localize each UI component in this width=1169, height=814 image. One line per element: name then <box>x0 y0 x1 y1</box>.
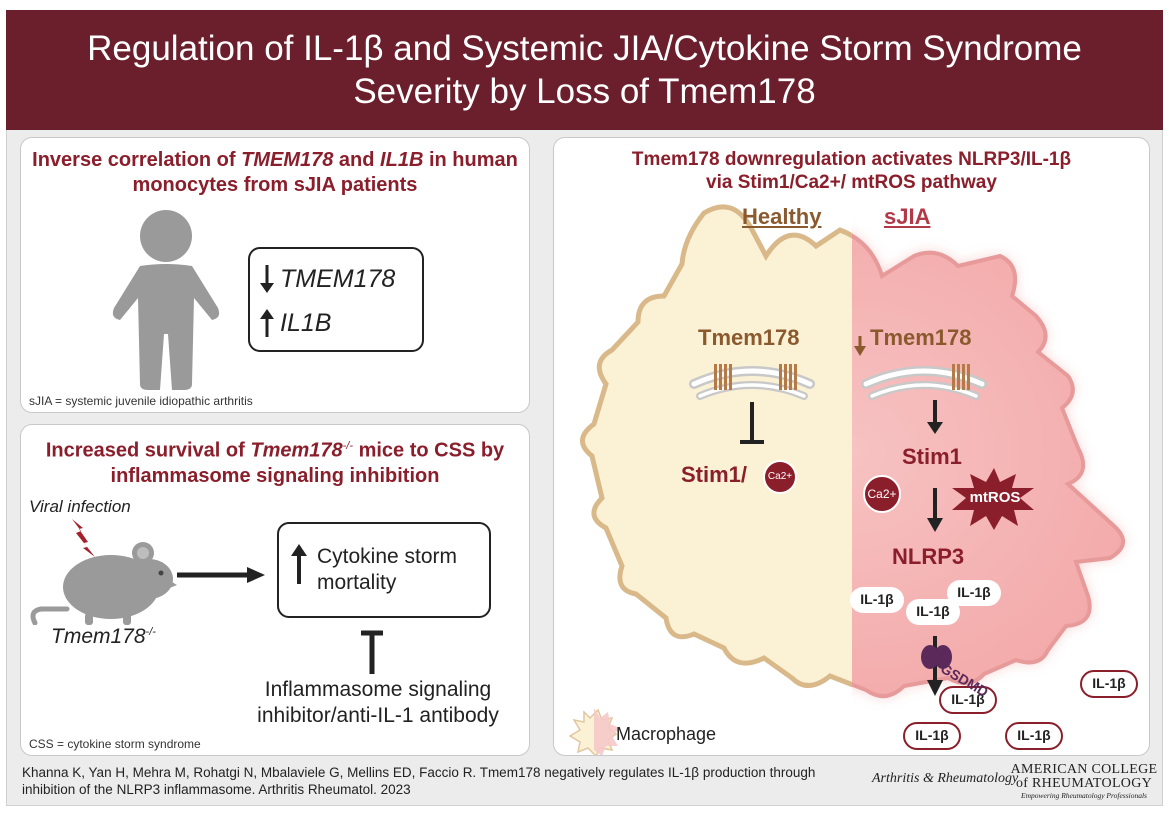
healthy-heading: Healthy <box>742 204 822 229</box>
macrophage-legend-label: Macrophage <box>616 724 717 744</box>
journal-logo: Arthritis & Rheumatology <box>872 771 1019 786</box>
er-membrane-left <box>689 364 815 400</box>
cytokine-storm-mortality: Cytokine storm mortality <box>317 545 458 594</box>
calcium-right-label: Ca2+ <box>867 487 897 501</box>
mtros-label: mtROS <box>969 489 1021 506</box>
inhibition-bar-icon <box>361 630 383 674</box>
panel-c-title-line1: Tmem178 downregulation activates NLRP3/I… <box>631 149 1072 170</box>
inhibitor-label: Inflammasome signaling inhibitor/anti-IL… <box>257 678 499 727</box>
il1b-pill-icons <box>850 580 1138 750</box>
il1b-label: IL-1β <box>916 603 950 619</box>
header-banner: Regulation of IL-1β and Systemic JIA/Cyt… <box>6 10 1163 130</box>
mouse-genotype-label: Tmem178-/- <box>51 625 156 648</box>
tmem178-healthy: Tmem178 <box>698 325 800 350</box>
sjia-heading: sJIA <box>884 204 931 229</box>
gene-expression-box: TMEM178 IL1B <box>248 247 424 352</box>
macrophage-legend-icon <box>568 708 620 755</box>
mtros-burst-icon <box>952 468 1034 530</box>
arrow-down-icon <box>927 488 943 532</box>
viral-infection-label: Viral infection <box>29 497 131 516</box>
lightning-icon <box>72 519 95 557</box>
arrow-down-icon <box>260 265 274 293</box>
nlrp3-label: NLRP3 <box>892 544 965 569</box>
panel-mechanism: Tmem178 downregulation activates NLRP3/I… <box>553 137 1150 756</box>
panel-b-title: Increased survival of Tmem178-/- mice to… <box>45 439 505 487</box>
arrow-down-icon <box>854 336 866 356</box>
gene-il1b-up: IL1B <box>280 309 332 337</box>
il1b-label: IL-1β <box>860 591 894 607</box>
sjia-footnote: sJIA = systemic juvenile idiopathic arth… <box>29 394 253 408</box>
css-footnote: CSS = cytokine storm syndrome <box>29 737 201 751</box>
panel-a-title: Inverse correlation of TMEM178 and IL1B … <box>32 149 518 196</box>
il1b-secreted-label: IL-1β <box>1017 727 1051 743</box>
gsdmd-pore-icon <box>921 645 952 669</box>
acr-logo: AMERICAN COLLEGE of RHEUMATOLOGY Empower… <box>1010 762 1158 801</box>
il1b-secreted-label: IL-1β <box>915 727 949 743</box>
calcium-right-icon <box>863 475 901 513</box>
tmem178-sjia: Tmem178 <box>870 325 972 350</box>
panel-c-title-line2: via Stim1/Ca2+/ mtROS pathway <box>706 172 997 193</box>
stim1-healthy: Stim1/ <box>681 462 748 487</box>
il1b-secreted-label: IL-1β <box>951 691 985 707</box>
arrow-up-icon <box>291 544 307 584</box>
outcome-box: Cytokine storm mortality <box>277 522 491 618</box>
il1b-secreted-label: IL-1β <box>1092 675 1126 691</box>
il1b-label: IL-1β <box>957 584 991 600</box>
inhibition-line-icon <box>740 402 764 444</box>
panel-mouse-survival: Increased survival of Tmem178-/- mice to… <box>20 424 530 756</box>
calcium-left-label: Ca2+ <box>767 471 793 482</box>
figure-title: Regulation of IL-1β and Systemic JIA/Cyt… <box>87 29 1082 111</box>
arrow-up-icon <box>260 309 274 337</box>
gene-tmem178-down: TMEM178 <box>280 265 396 293</box>
arrow-down-icon <box>927 400 943 434</box>
child-figure-icon <box>112 210 220 390</box>
macrophage-cell-shape <box>580 204 852 688</box>
arrow-right-icon <box>177 567 265 583</box>
er-membrane-right <box>861 364 987 400</box>
stim1-sjia: Stim1 <box>902 444 962 469</box>
macrophage-diagram <box>568 204 1138 755</box>
mouse-icon <box>30 542 177 625</box>
panel-human-correlation: Inverse correlation of TMEM178 and IL1B … <box>20 137 530 413</box>
citation: Khanna K, Yan H, Mehra M, Rohatgi N, Mba… <box>22 765 816 797</box>
calcium-left-icon <box>763 460 797 494</box>
